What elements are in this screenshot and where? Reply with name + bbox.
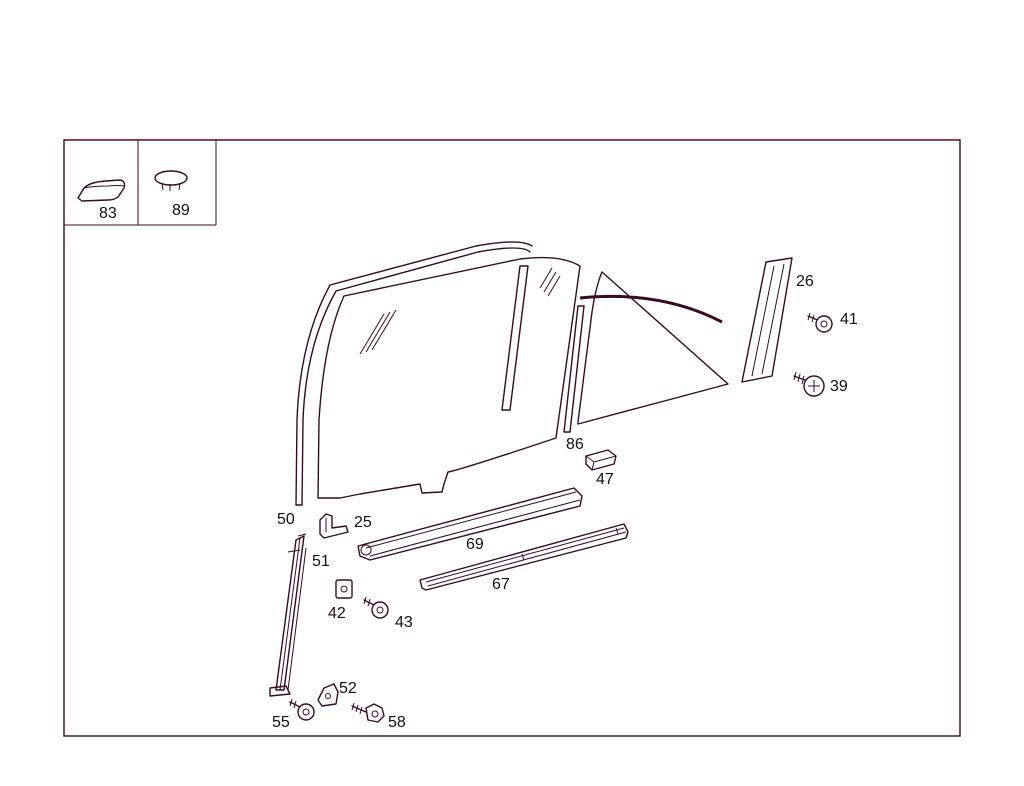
door-window-glass: [295, 241, 581, 506]
plug-89-icon: [154, 170, 188, 191]
label-50: 50: [277, 511, 295, 528]
inset-label-89: 89: [172, 202, 190, 219]
block-47-part: [585, 449, 617, 471]
bracket-25-part: [319, 513, 349, 539]
label-26: 26: [796, 273, 814, 290]
label-67: 67: [492, 576, 510, 593]
label-42: 42: [328, 605, 346, 622]
nut-42-icon: [335, 579, 353, 599]
label-43: 43: [395, 614, 413, 631]
rail-67-part: [419, 523, 629, 591]
label-55: 55: [272, 714, 290, 731]
inset-label-83: 83: [99, 205, 117, 222]
inset-panel: 83 89: [64, 140, 217, 226]
label-69: 69: [466, 536, 484, 553]
label-51: 51: [312, 553, 330, 570]
trim-26-part: [741, 257, 793, 383]
quarter-vent-glass: [563, 271, 729, 433]
label-47: 47: [596, 471, 614, 488]
screw-41-icon: [807, 312, 833, 333]
regulator-rail-51-part: [269, 533, 307, 697]
bracket-52-part: [317, 683, 339, 707]
screw-39-icon: [793, 371, 825, 397]
label-52: 52: [339, 680, 357, 697]
screw-55-icon: [289, 698, 315, 721]
screw-43-icon: [363, 596, 389, 619]
label-41: 41: [840, 311, 858, 328]
label-25: 25: [354, 514, 372, 531]
label-39: 39: [830, 378, 848, 395]
diagram-frame: [63, 139, 961, 737]
label-58: 58: [388, 714, 406, 731]
label-86: 86: [566, 436, 584, 453]
cap-83-icon: [77, 179, 126, 202]
screw-58-icon: [351, 702, 385, 723]
rail-69-part: [357, 487, 583, 561]
